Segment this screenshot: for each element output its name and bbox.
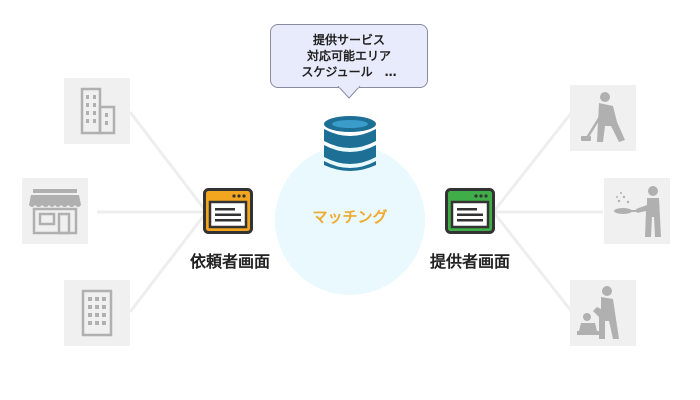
- provider-screen-label: 提供者画面: [429, 252, 510, 271]
- childcare-node: [570, 280, 636, 346]
- store-icon: [29, 189, 81, 235]
- requester-screen-label: 依頼者画面: [189, 252, 270, 271]
- provider-screen-icon: [445, 188, 495, 234]
- office-building-icon: [80, 87, 116, 135]
- cooking-person-icon: [614, 186, 661, 237]
- childcare-person-icon: [577, 286, 619, 339]
- cleaning-person-icon: [581, 92, 625, 142]
- cooking-node: [604, 178, 670, 244]
- info-bubble: 提供サービス 対応可能エリア スケジュール …: [270, 24, 428, 88]
- store-node: [22, 178, 88, 244]
- bubble-line-services: 提供サービス: [312, 33, 385, 47]
- apartment-building-icon: [81, 289, 113, 337]
- bubble-tail: [337, 86, 361, 99]
- cleaning-node: [570, 85, 636, 151]
- office-building-node: [64, 78, 130, 144]
- bubble-line-schedule: スケジュール …: [301, 65, 397, 79]
- requester-screen-icon: [203, 188, 253, 234]
- matching-label: マッチング: [312, 208, 388, 226]
- bubble-line-area: 対応可能エリア: [306, 49, 391, 63]
- apartment-building-node: [64, 280, 130, 346]
- database-icon: [324, 116, 376, 171]
